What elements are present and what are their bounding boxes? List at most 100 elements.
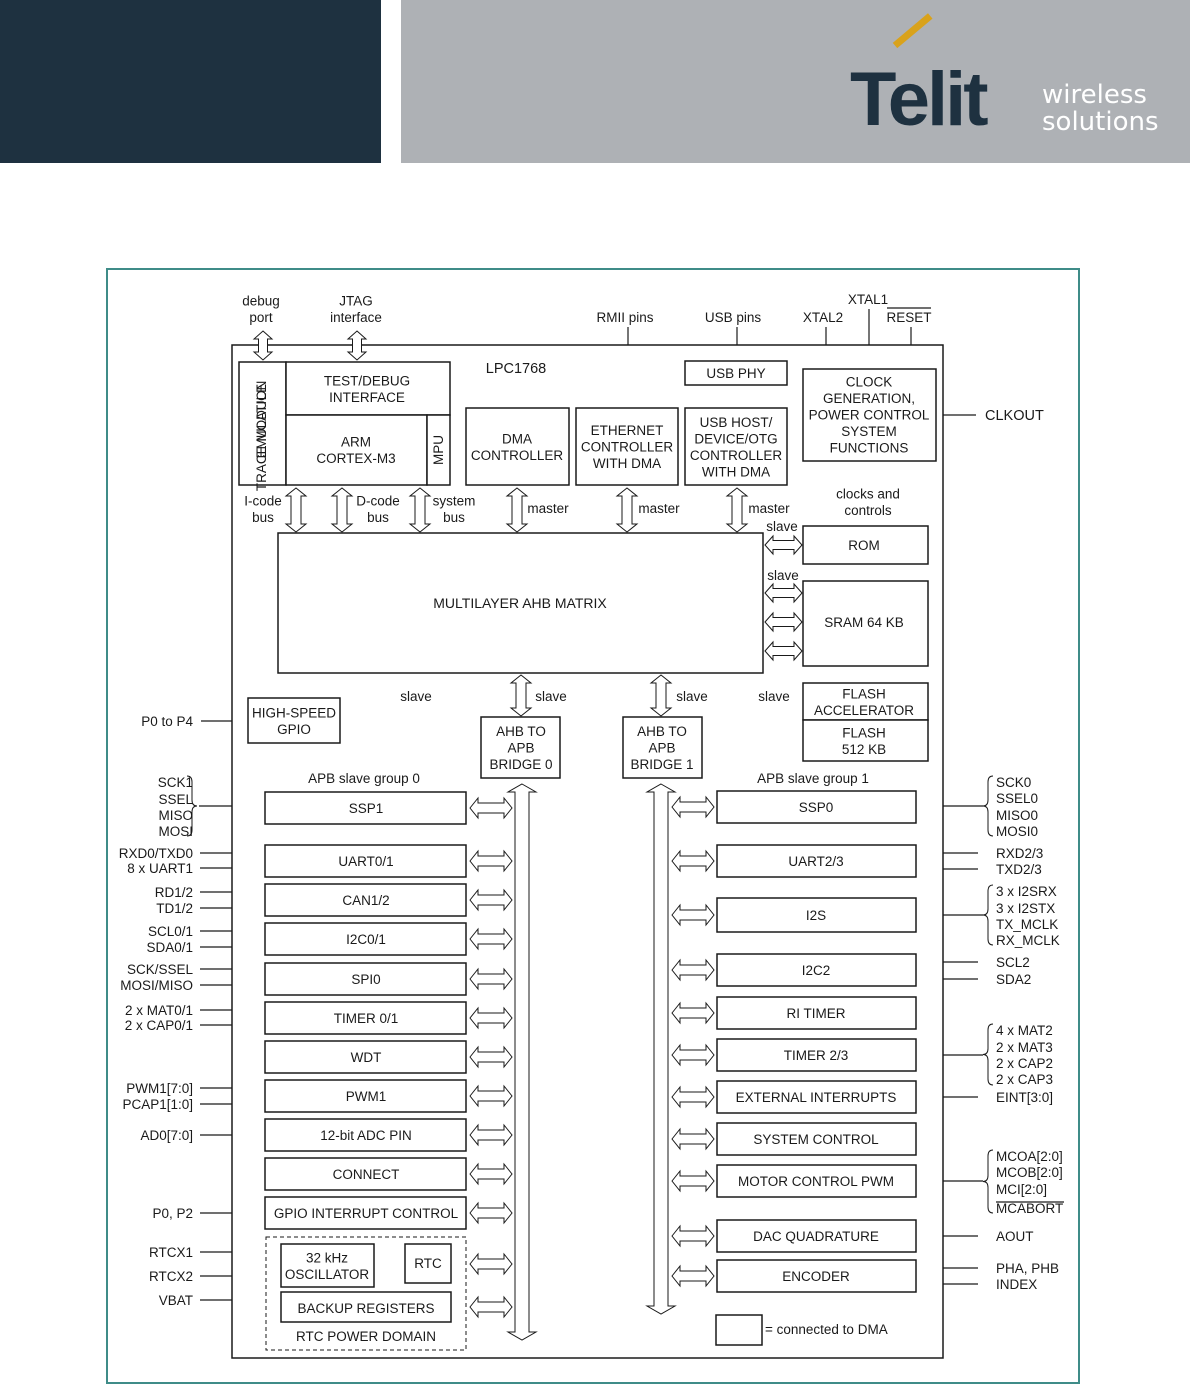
left-apb-arrow-8 — [469, 1084, 513, 1108]
bridge0-label-1: AHB TO — [496, 724, 546, 739]
clock-label-2: GENERATION, — [823, 391, 915, 406]
flashacc-block — [802, 682, 929, 721]
right-periph-label-8: SYSTEM CONTROL — [753, 1132, 879, 1147]
left-periph-7 — [264, 1040, 467, 1074]
timer23-sig-1: 4 x MAT2 — [996, 1023, 1053, 1038]
debug-port-label-2: port — [249, 310, 273, 325]
logo-wordmark: Telit — [850, 57, 989, 142]
right-periph-label-6: TIMER 2/3 — [784, 1048, 849, 1063]
clkout-label: CLKOUT — [985, 408, 1044, 424]
right-apb-arrow-2 — [671, 849, 715, 873]
left-periph-label-11: GPIO INTERRUPT CONTROL — [274, 1206, 459, 1221]
right-apb-arrow-11 — [671, 1264, 715, 1288]
jtag-label-2: interface — [330, 310, 382, 325]
i2s-sig-1: 3 x I2SRX — [996, 884, 1057, 899]
sram-label: SRAM 64 KB — [824, 615, 904, 630]
right-periph-label-2: UART2/3 — [788, 854, 843, 869]
debug-arrow — [252, 330, 274, 361]
spi-sig-2: MOSI/MISO — [120, 978, 193, 993]
mcpwm-sig-4: MCABORT — [996, 1201, 1063, 1216]
bridge0-label-3: BRIDGE 0 — [489, 757, 552, 772]
bridge1-block — [622, 716, 703, 779]
timer23-sig-4: 2 x CAP3 — [996, 1072, 1053, 1087]
right-periph-label-5: RI TIMER — [786, 1006, 845, 1021]
right-periph-2 — [716, 844, 917, 878]
sysbus-arrow — [408, 487, 432, 533]
ssp1-brace — [186, 775, 198, 837]
logo-tagline-2: solutions — [1042, 107, 1159, 137]
arm-label-2: CORTEX-M3 — [316, 451, 395, 466]
p0p4-label: P0 to P4 — [141, 714, 193, 729]
icode-label-2: bus — [252, 510, 274, 525]
mcpwm-sig-3: MCI[2:0] — [996, 1182, 1047, 1197]
osc-label-1: 32 kHz — [306, 1250, 348, 1265]
flash-slave-label: slave — [758, 689, 790, 704]
dcode-label-1: D-code — [356, 493, 400, 508]
right-periph-1 — [716, 790, 917, 824]
usb-pins-label: USB pins — [705, 310, 762, 325]
left-periph-label-1: SSP1 — [349, 801, 384, 816]
left-periph-8 — [264, 1079, 467, 1113]
eint-sig: EINT[3:0] — [996, 1090, 1053, 1105]
left-periph-label-2: UART0/1 — [338, 854, 393, 869]
ssp0-sig-3: MISO0 — [996, 808, 1038, 823]
right-periph-10 — [716, 1219, 917, 1253]
sram-slave-label: slave — [767, 568, 799, 583]
flashacc-label-2: ACCELERATOR — [814, 703, 914, 718]
mpu-block — [426, 414, 451, 486]
gpio-block — [247, 697, 341, 744]
left-apb-arrow-11 — [469, 1201, 513, 1225]
left-periph-4 — [264, 922, 467, 956]
eth-block — [575, 407, 679, 486]
left-periph-2 — [264, 844, 467, 878]
left-periph-label-9: 12-bit ADC PIN — [320, 1128, 412, 1143]
uart-sig-2: 8 x UART1 — [127, 861, 193, 876]
left-periph-label-5: SPI0 — [351, 972, 380, 987]
dma-master-arrow — [505, 487, 529, 533]
arm-label-1: ARM — [341, 434, 371, 449]
dma-master-label: master — [527, 501, 569, 516]
i2s-sig-3: TX_MCLK — [996, 917, 1058, 932]
left-apb-arrow-6 — [469, 1006, 513, 1030]
uart-r-sig-2: TXD2/3 — [996, 862, 1042, 877]
xtal2-label: XTAL2 — [803, 310, 843, 325]
i2s-sig-4: RX_MCLK — [996, 933, 1060, 948]
left-apb-arrow-7 — [469, 1045, 513, 1069]
ssp1-sig-4: MOSI — [158, 824, 193, 839]
clock-label-3: POWER CONTROL — [809, 408, 930, 423]
jtag-label-1: JTAG — [339, 293, 373, 308]
left-periph-label-10: CONNECT — [333, 1167, 400, 1182]
jtag-arrow — [346, 330, 368, 361]
chip-name: LPC1768 — [486, 361, 546, 377]
left-apb-arrow-4 — [469, 927, 513, 951]
right-periph-8 — [716, 1122, 917, 1156]
rtc-block — [404, 1243, 452, 1284]
legend-label: = connected to DMA — [765, 1322, 888, 1337]
gpio-slave-label: slave — [400, 689, 432, 704]
right-periph-label-9: MOTOR CONTROL PWM — [738, 1174, 894, 1189]
bridge0-block — [480, 716, 561, 779]
left-periph-3 — [264, 883, 467, 917]
usb-master-label: master — [748, 501, 790, 516]
logo-tagline-1: wireless — [1042, 80, 1147, 110]
left-periph-label-8: PWM1 — [346, 1089, 387, 1104]
right-periph-11 — [716, 1259, 917, 1293]
timer-sig-2: 2 x CAP0/1 — [125, 1018, 193, 1033]
left-apb-arrow-1 — [469, 796, 513, 820]
right-periph-6 — [716, 1038, 917, 1072]
right-periph-5 — [716, 996, 917, 1030]
bridge0-slave-label: slave — [535, 689, 567, 704]
legend-box — [715, 1314, 763, 1346]
right-apb-arrow-1 — [671, 795, 715, 819]
i2c-sig-2: SDA0/1 — [146, 940, 193, 955]
sram-block — [802, 580, 929, 667]
i2c2-sig-1: SCL2 — [996, 955, 1030, 970]
osc-label-2: OSCILLATOR — [285, 1267, 370, 1282]
right-periph-4 — [716, 953, 917, 987]
dma-label-1: DMA — [502, 431, 532, 446]
clocks-label-2: controls — [844, 503, 892, 518]
eth-label-2: CONTROLLER — [581, 440, 674, 455]
clock-label-1: CLOCK — [846, 375, 893, 390]
dma-block — [465, 407, 570, 486]
ssp0-sig-2: SSEL0 — [996, 791, 1038, 806]
